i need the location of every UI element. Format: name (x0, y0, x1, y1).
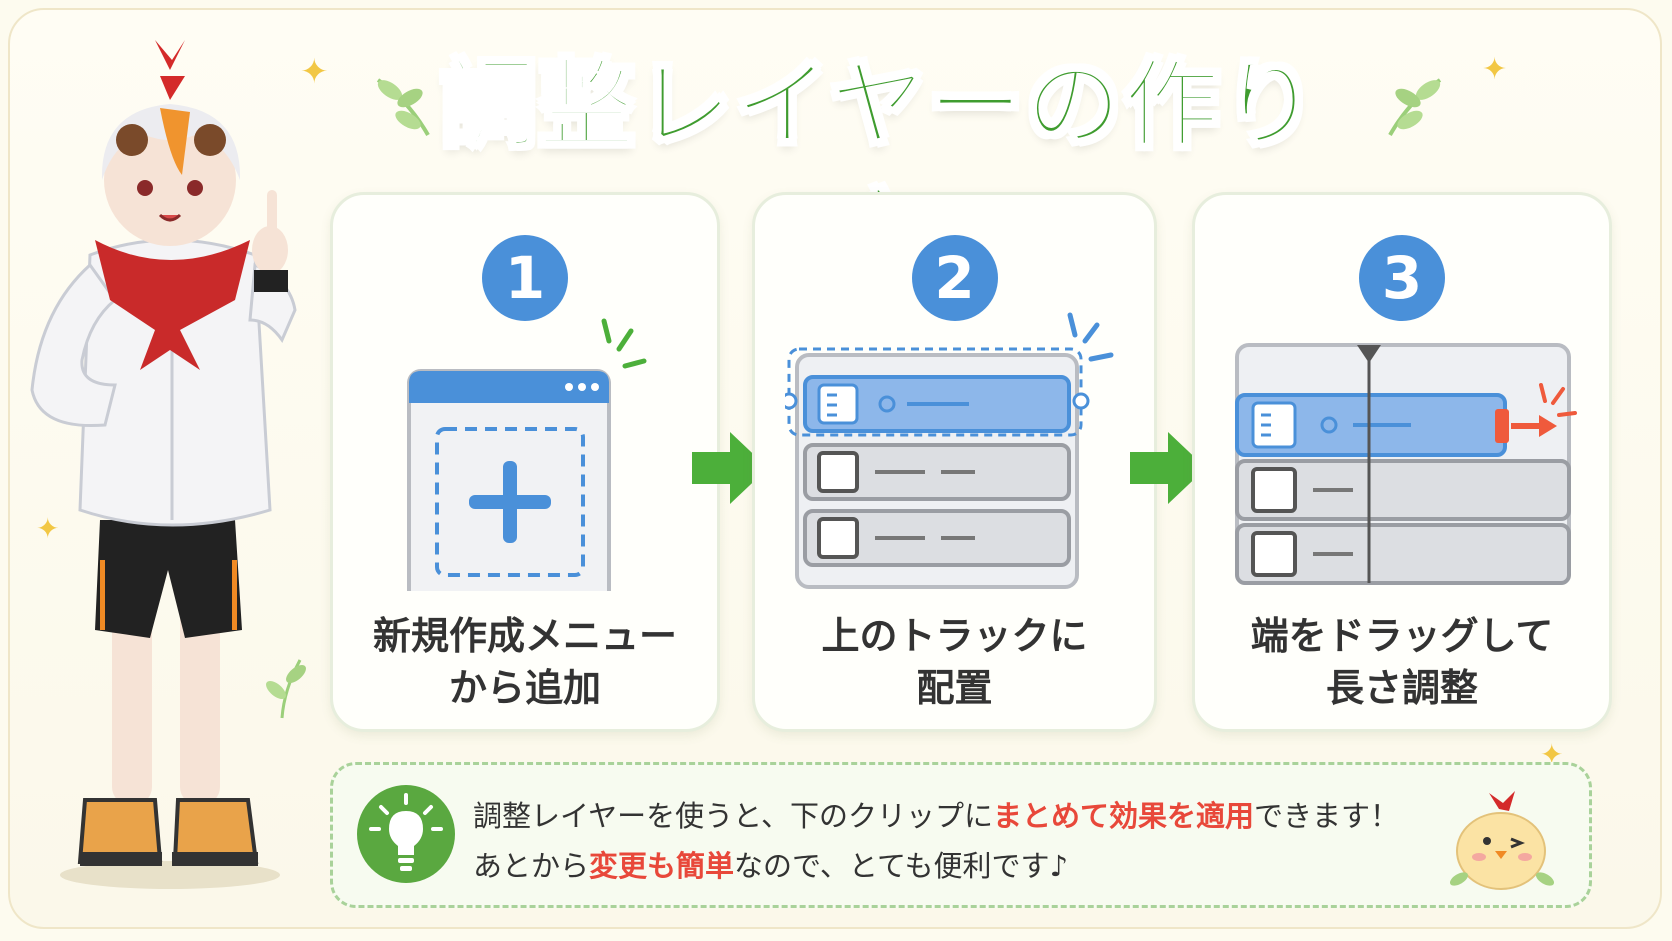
step-number-badge: 1 (482, 235, 568, 321)
lightbulb-icon (357, 785, 455, 883)
arrow-right-icon (1130, 432, 1206, 504)
leaf-left-icon (376, 78, 430, 136)
leaf-small-icon (266, 659, 306, 719)
step-number-badge: 2 (911, 235, 998, 321)
track-placement-icon (785, 312, 1114, 589)
leaf-right-icon (1388, 78, 1442, 136)
sparkle-icon: ✦ (300, 52, 329, 92)
page-title: 調整レイヤーの作り方 (439, 48, 1320, 293)
step-number-badge: 3 (1359, 235, 1445, 321)
character-illustration (30, 40, 297, 889)
step-caption: 新規作成メニュー から追加 (372, 614, 677, 710)
drag-edge-icon (1235, 343, 1577, 585)
step-caption: 上のトラックに 配置 (821, 614, 1088, 710)
sparkle-icon: ✦ (36, 512, 60, 545)
sparkle-icon: ✦ (1482, 52, 1508, 87)
step-card-3: 3 端をドラッグして 長さ調整 (1192, 192, 1612, 732)
step-caption: 端をドラッグして 長さ調整 (1250, 614, 1554, 710)
tip-box: 調整レイヤーを使うと、下のクリップにまとめて効果を適用できます！ あとから変更も… (330, 762, 1592, 908)
tip-line-1: 調整レイヤーを使うと、下のクリップにまとめて効果を適用できます！ (473, 799, 1400, 833)
step-card-2: 2 上のトラックに 配置 (752, 192, 1157, 732)
step-card-1: 1 新規作成メニュー から追加 (330, 192, 720, 732)
new-window-plus-icon (407, 318, 647, 591)
tip-line-2: あとから変更も簡単なので、とても便利です♪ (473, 849, 1069, 883)
arrow-right-icon (692, 432, 768, 504)
chick-mascot-icon (1449, 791, 1555, 890)
